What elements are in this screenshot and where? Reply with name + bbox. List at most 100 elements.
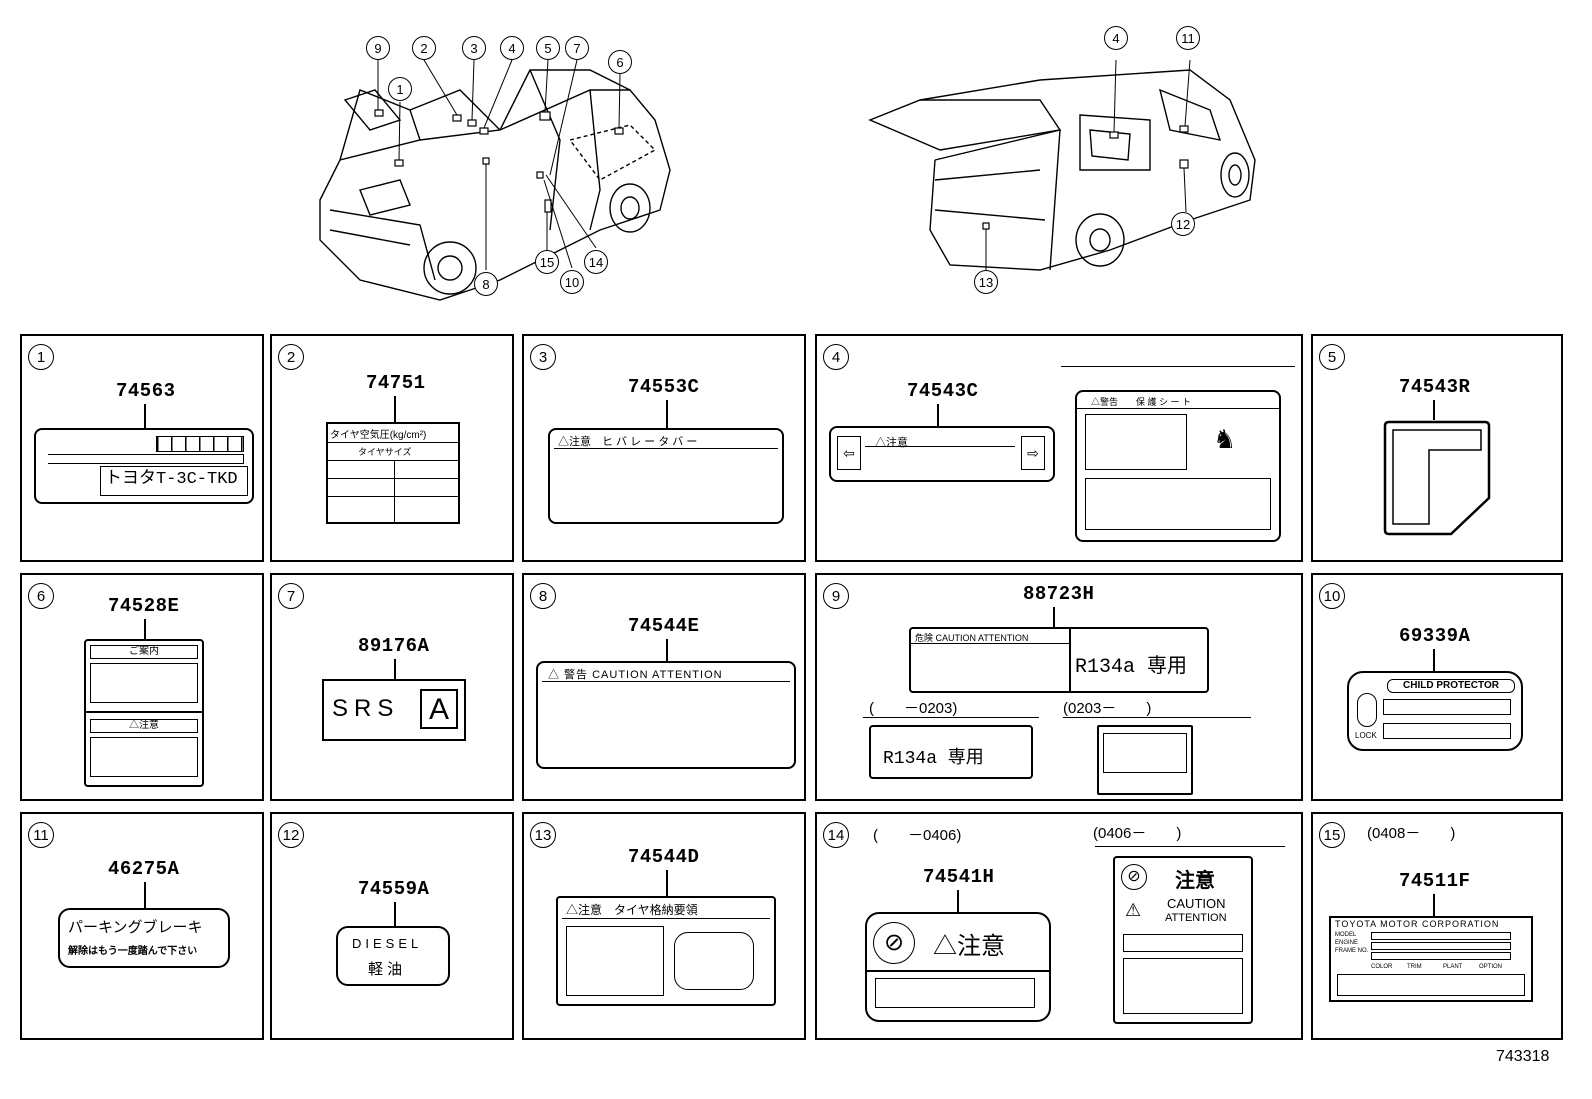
- keiyu-text: 軽 油: [368, 961, 403, 978]
- part-number: 74543C: [907, 380, 979, 402]
- label-74543C-alt: △警告 保 護 シ ー ト ♞: [1075, 390, 1281, 542]
- part-number: 74543R: [1399, 376, 1471, 398]
- callout-3: 3: [462, 36, 486, 60]
- part-number: 46275A: [108, 858, 180, 880]
- lock-text: LOCK: [1355, 731, 1377, 740]
- panel-10: 10 69339A CHILD PROTECTOR LOCK: [1311, 573, 1563, 801]
- part-number: 74511F: [1399, 870, 1471, 892]
- range-after-0203: (0203－ ): [1063, 700, 1152, 717]
- callout-2: 2: [412, 36, 436, 60]
- part-number: 89176A: [358, 635, 430, 657]
- field-frame: FRAME NO.: [1335, 948, 1369, 954]
- field-color: COLOR: [1371, 964, 1393, 970]
- range-before-0406: ( －0406): [873, 827, 962, 844]
- panel-5: 5 74543R: [1311, 334, 1563, 562]
- panel-15: 15 (0408－ ) 74511F TOYOTA MOTOR CORPORAT…: [1311, 812, 1563, 1040]
- vehicle-top-icon: [674, 932, 754, 990]
- callout-13: 13: [974, 270, 998, 294]
- label-line2: 解除はもう一度踏んで下さい: [68, 946, 198, 957]
- range-after-0408: (0408－ ): [1367, 825, 1456, 842]
- panel-4: 4 74543C ⇦ ⇨ △注意 △警告 保 護 シ ー ト ♞: [815, 334, 1303, 562]
- panel-number: 8: [530, 583, 556, 609]
- diagram-id: 743318: [1496, 1048, 1550, 1065]
- no-hand-icon-2: ⊘: [1121, 864, 1147, 890]
- attention-text: ATTENTION: [1165, 912, 1227, 924]
- panel-13: 13 74544D △注意 タイヤ格納要領: [522, 812, 806, 1040]
- label-text: トヨタT-3C-TKD: [100, 466, 248, 496]
- panel-1: 1 74563 トヨタT-3C-TKD: [20, 334, 264, 562]
- label-74541H-alt: ⊘ 注意 ⚠ CAUTION ATTENTION: [1113, 856, 1253, 1024]
- label-89176A: SRS A: [322, 679, 466, 741]
- panel-7: 7 89176A SRS A: [270, 573, 514, 801]
- warning-triangle-icon: ⚠: [1125, 900, 1142, 920]
- label-head: △注意 タイヤ格納要領: [566, 903, 698, 917]
- label-head1: ご案内: [90, 645, 198, 659]
- label-74544D: △注意 タイヤ格納要領: [556, 896, 776, 1006]
- panel-11: 11 46275A パーキングブレーキ 解除はもう一度踏んで下さい: [20, 812, 264, 1040]
- callout-rear-4: 4: [1104, 26, 1128, 50]
- label-74543R: [1383, 420, 1491, 536]
- panel-number: 6: [28, 583, 54, 609]
- field-trim: TRIM: [1407, 964, 1422, 970]
- panel-12: 12 74559A DIESEL 軽 油: [270, 812, 514, 1040]
- callout-5: 5: [536, 36, 560, 60]
- part-number: 74563: [116, 380, 176, 402]
- diesel-text: DIESEL: [352, 936, 423, 951]
- r134a-text-b: R134a 専用: [883, 749, 984, 769]
- arrow-right-icon: ⇨: [1021, 436, 1045, 470]
- callout-9: 9: [366, 36, 390, 60]
- label-74553C: △注意 ヒ バ レ ー タ バ ー: [548, 428, 784, 524]
- part-number: 74559A: [358, 878, 430, 900]
- child-protector-text: CHILD PROTECTOR: [1387, 679, 1515, 693]
- panel-8: 8 74544E △ 警告 CAUTION ATTENTION: [522, 573, 806, 801]
- callout-4: 4: [500, 36, 524, 60]
- range-after-0406: (0406－ ): [1093, 825, 1182, 842]
- label-88723H-alt: [1097, 725, 1193, 795]
- caution-text: CAUTION: [1167, 896, 1226, 911]
- field-option: OPTION: [1479, 964, 1503, 970]
- panel-number: 5: [1319, 344, 1345, 370]
- chui-text: △注意: [933, 933, 1005, 960]
- label-46275A: パーキングブレーキ 解除はもう一度踏んで下さい: [58, 908, 230, 968]
- label-88723H: 危険 CAUTION ATTENTION R134a 専用: [909, 627, 1209, 693]
- panel-number: 7: [278, 583, 304, 609]
- rear-vehicle-illustration: [868, 59, 1256, 271]
- label-74543C: ⇦ ⇨ △注意: [829, 426, 1055, 482]
- label-head: △ 警告 CAUTION ATTENTION: [548, 669, 723, 681]
- part-number: 74544E: [628, 615, 700, 637]
- seat-icon: ♞: [1213, 424, 1237, 454]
- callout-8: 8: [474, 272, 498, 296]
- panel-number: 4: [823, 344, 849, 370]
- part-number: 74541H: [923, 866, 995, 888]
- part-number: 74553C: [628, 376, 700, 398]
- panel-number: 13: [530, 822, 556, 848]
- panel-14: 14 ( －0406) (0406－ ) 74541H ⊘ △注意 ⊘ 注意 ⚠…: [815, 812, 1303, 1040]
- callout-11: 11: [1176, 26, 1200, 50]
- field-model: MODEL: [1335, 932, 1357, 938]
- part-number: 69339A: [1399, 625, 1471, 647]
- arrow-left-icon: ⇦: [837, 436, 861, 470]
- label-88723H-r134a: R134a 専用: [869, 725, 1033, 779]
- row-pressure: タイヤ空気圧(kg/cm²): [330, 430, 427, 441]
- part-number: 74544D: [628, 846, 700, 868]
- label-74563: トヨタT-3C-TKD: [34, 428, 254, 504]
- field-plant: PLANT: [1443, 964, 1463, 970]
- maker-text: TOYOTA MOTOR CORPORATION: [1335, 919, 1500, 929]
- label-74559A: DIESEL 軽 油: [336, 926, 450, 986]
- label-74544E: △ 警告 CAUTION ATTENTION: [536, 661, 796, 769]
- callout-10: 10: [560, 270, 584, 294]
- panel-number: 14: [823, 822, 849, 848]
- part-number: 88723H: [1023, 583, 1095, 605]
- callout-14: 14: [584, 250, 608, 274]
- front-vehicle-illustration: [319, 59, 671, 301]
- callout-6: 6: [608, 50, 632, 74]
- callout-7: 7: [565, 36, 589, 60]
- part-number: 74751: [366, 372, 426, 394]
- label-line1: パーキングブレーキ: [68, 919, 203, 936]
- label-69339A: CHILD PROTECTOR LOCK: [1347, 671, 1523, 751]
- callout-15: 15: [535, 250, 559, 274]
- panel-2: 2 74751 タイヤ空気圧(kg/cm²) タイヤサイズ: [270, 334, 514, 562]
- field-engine: ENGINE: [1335, 940, 1359, 946]
- r134a-text: R134a 専用: [1075, 656, 1188, 679]
- row-size: タイヤサイズ: [358, 447, 412, 457]
